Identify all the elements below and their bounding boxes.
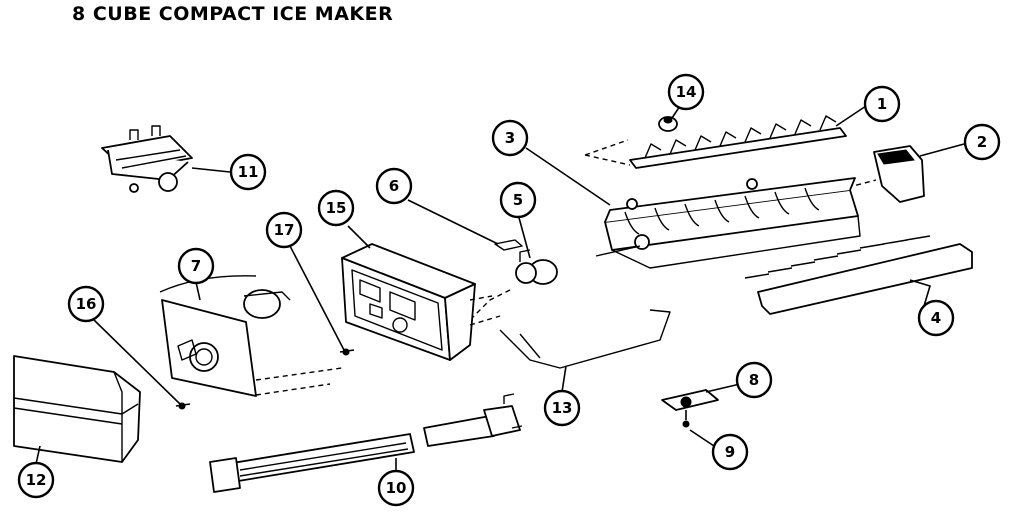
- diagram-title: 8 CUBE COMPACT ICE MAKER: [72, 3, 394, 25]
- part-housing: [341, 243, 501, 361]
- callout-16: 16: [67, 285, 105, 323]
- svg-text:15: 15: [326, 199, 347, 217]
- callout-4: 4: [917, 299, 955, 337]
- callout-14: 14: [667, 73, 705, 111]
- callout-2: 2: [963, 123, 1001, 161]
- svg-text:17: 17: [274, 221, 295, 239]
- part-motor: [469, 249, 558, 321]
- part-cap: [658, 116, 678, 132]
- svg-text:3: 3: [505, 129, 515, 147]
- callout-7: 7: [177, 247, 215, 285]
- part-mold: [595, 177, 861, 269]
- svg-text:5: 5: [513, 191, 523, 209]
- callout-15: 15: [317, 189, 355, 227]
- part-ejector: [584, 115, 847, 169]
- callout-9: 9: [711, 433, 749, 471]
- svg-text:8: 8: [749, 371, 759, 389]
- leader-lines: [35, 105, 965, 474]
- svg-text:1: 1: [877, 95, 887, 113]
- part-clip: [494, 239, 523, 251]
- svg-text:12: 12: [26, 471, 47, 489]
- callout-5: 5: [499, 181, 537, 219]
- part-thermostat: [829, 145, 925, 203]
- part-mounting-plate: [159, 275, 343, 397]
- svg-text:16: 16: [76, 295, 97, 313]
- svg-text:9: 9: [725, 443, 735, 461]
- svg-text:4: 4: [931, 309, 941, 327]
- callout-10: 10: [377, 469, 415, 507]
- callout-3: 3: [491, 119, 529, 157]
- part-cover: [13, 355, 141, 463]
- svg-text:2: 2: [977, 133, 987, 151]
- part-bracket: [661, 389, 719, 428]
- svg-text:10: 10: [386, 479, 407, 497]
- svg-text:13: 13: [552, 399, 573, 417]
- callout-12: 12: [17, 461, 55, 499]
- svg-text:11: 11: [238, 163, 259, 181]
- svg-text:7: 7: [191, 257, 201, 275]
- part-stripper: [744, 235, 973, 315]
- part-wire-arm: [499, 309, 671, 369]
- svg-text:14: 14: [676, 83, 697, 101]
- callout-1: 1: [863, 85, 901, 123]
- callout-11: 11: [229, 153, 267, 191]
- callout-6: 6: [375, 167, 413, 205]
- callout-17: 17: [265, 211, 303, 249]
- svg-text:6: 6: [389, 177, 399, 195]
- part-switch: [101, 125, 193, 193]
- callout-8: 8: [735, 361, 773, 399]
- callout-13: 13: [543, 389, 581, 427]
- part-heater: [209, 393, 523, 493]
